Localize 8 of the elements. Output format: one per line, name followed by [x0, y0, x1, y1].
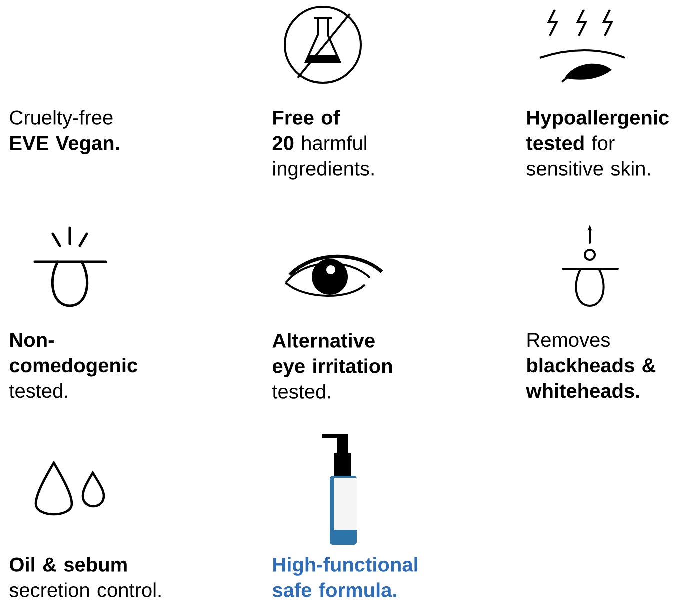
feature-text: Alternative eye irritation tested. [272, 333, 392, 399]
feature-text: High-functional safe formula. [272, 557, 418, 598]
feature-text: Removes blackheads & whiteheads. [526, 333, 656, 398]
feature-text: Non-comedogenic tested. [10, 333, 138, 398]
feature-text: Cruelty-free EVE Vegan. [10, 110, 119, 154]
feature-text: Hypoallergenic tested for sensitive skin. [526, 110, 669, 176]
feature-text: Free of 20 harmful ingredients. [272, 110, 374, 180]
feature-text: Oil & sebum secretion control. [10, 557, 161, 598]
